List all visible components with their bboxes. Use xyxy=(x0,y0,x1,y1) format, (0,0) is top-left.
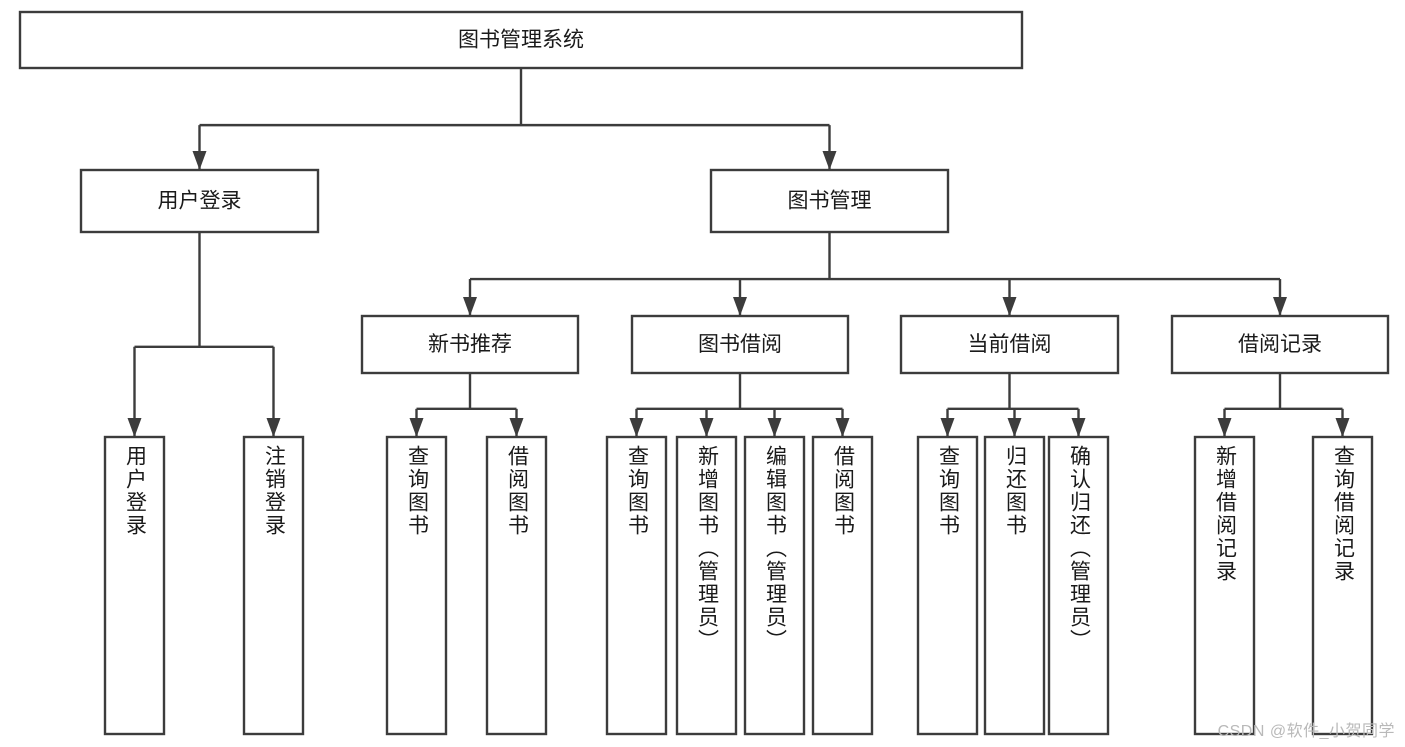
node-label-n-book-borrow: 图书借阅 xyxy=(698,333,782,356)
node-box-l-rec-borrow-book xyxy=(485,435,548,736)
arrow-head-icon-l-bb-edit-book xyxy=(767,418,782,437)
node-box-root xyxy=(18,10,1024,70)
node-label-root: 图书管理系统 xyxy=(458,29,584,52)
node-box-n-current-borrow xyxy=(899,314,1120,375)
arrow-head-icon-l-bb-add-book xyxy=(699,418,714,437)
node-box-n-borrow-record xyxy=(1170,314,1390,375)
arrow-head-icon-l-br-add-record xyxy=(1217,418,1232,437)
node-box-l-user-logout xyxy=(242,435,305,736)
arrow-head-icon-l-cb-return-book xyxy=(1007,418,1022,437)
arrow-head-icon-l-cb-query-book xyxy=(940,418,955,437)
arrow-head-icon-l-user-login xyxy=(127,418,142,437)
node-box-layer xyxy=(18,10,1390,736)
csdn-watermark: CSDN @软件_小贺同学 xyxy=(1217,723,1395,740)
node-label-n-book-manage: 图书管理 xyxy=(788,190,872,213)
arrow-head-icon-n-borrow-record xyxy=(1273,297,1287,316)
node-box-l-bb-borrow-book xyxy=(811,435,874,736)
arrow-head-icon-l-rec-query-book xyxy=(409,418,424,437)
node-box-l-bb-edit-book xyxy=(743,435,806,736)
node-label-n-user-login: 用户登录 xyxy=(158,190,242,213)
arrow-head-icon-l-bb-borrow-book xyxy=(835,418,850,437)
arrow-head-icon-l-cb-confirm-return xyxy=(1071,418,1086,437)
arrow-head-icon-n-book-borrow xyxy=(733,297,747,316)
connector-layer xyxy=(127,68,1350,437)
node-box-l-bb-query-book xyxy=(605,435,668,736)
arrow-head-icon-n-current-borrow xyxy=(1002,297,1017,316)
arrow-head-icon-l-br-query-record xyxy=(1335,418,1350,437)
node-box-l-br-add-record xyxy=(1193,435,1256,736)
arrow-head-icon-l-rec-borrow-book xyxy=(509,418,524,437)
node-box-l-br-query-record xyxy=(1311,435,1374,736)
node-box-l-user-login xyxy=(103,435,166,736)
node-box-l-cb-confirm-return xyxy=(1047,435,1110,736)
node-label-n-borrow-record: 借阅记录 xyxy=(1238,333,1322,356)
arrow-head-icon-l-bb-query-book xyxy=(629,418,644,437)
arrow-head-icon-n-new-book-rec xyxy=(463,297,477,316)
node-box-l-bb-add-book xyxy=(675,435,738,736)
node-box-n-book-manage xyxy=(709,168,950,234)
node-box-n-new-book-rec xyxy=(360,314,580,375)
node-box-l-rec-query-book xyxy=(385,435,448,736)
arrow-head-icon-n-user-login xyxy=(192,151,207,170)
arrow-head-icon-n-book-manage xyxy=(822,151,837,170)
arrow-head-icon-l-user-logout xyxy=(266,418,281,437)
node-label-n-current-borrow: 当前借阅 xyxy=(968,333,1052,356)
node-label-n-new-book-rec: 新书推荐 xyxy=(428,333,512,356)
node-box-l-cb-query-book xyxy=(916,435,979,736)
node-box-l-cb-return-book xyxy=(983,435,1046,736)
node-box-n-book-borrow xyxy=(630,314,850,375)
node-box-n-user-login xyxy=(79,168,320,234)
